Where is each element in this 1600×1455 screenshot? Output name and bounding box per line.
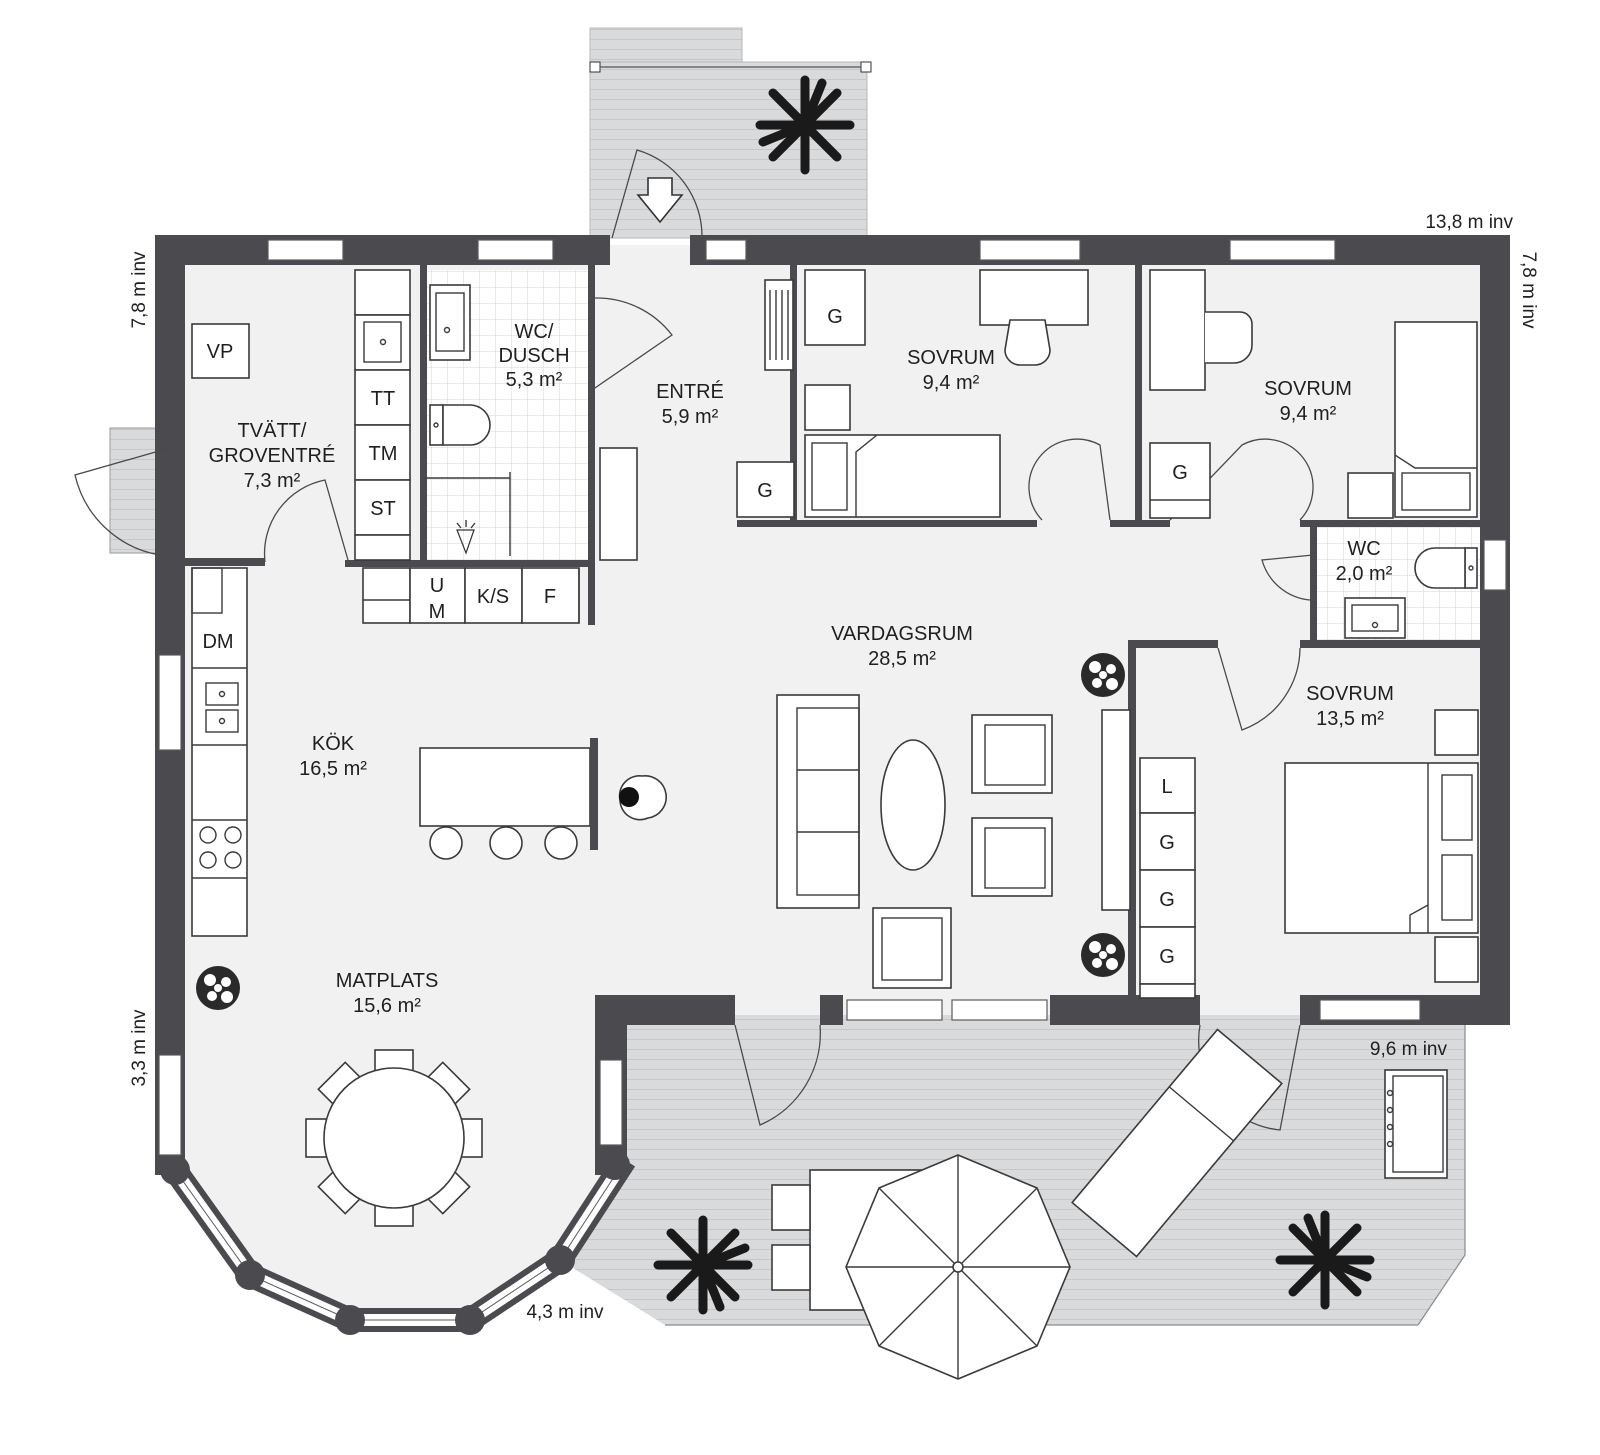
kitchen-fixtures (191, 567, 668, 937)
u-label: U (430, 575, 444, 597)
palm-plant-icon (1275, 1210, 1375, 1310)
room-name: VARDAGSRUM (831, 623, 973, 645)
room-area: 15,6 m² (353, 995, 421, 1017)
dm-label: DM (202, 631, 233, 653)
wardrobe-label: G (1172, 462, 1188, 484)
room-name: GROVENTRÉ (209, 444, 336, 467)
west-step (109, 427, 161, 554)
tt-label: TT (371, 388, 395, 410)
dining-furniture (305, 1049, 483, 1227)
dimension-label: 7,8 m inv (129, 251, 150, 329)
windows (158, 239, 1507, 1156)
room-labels: TVÄTT/ GROVENTRÉ 7,3 m² WC/ DUSCH 5,3 m²… (209, 321, 1394, 1017)
living-room-furniture (776, 694, 1131, 989)
walls (155, 235, 1510, 1175)
shrub-plant-icon (196, 966, 240, 1010)
st-label: ST (370, 498, 396, 520)
dimension-labels: 13,8 m inv 7,8 m inv 7,8 m inv 3,3 m inv… (129, 212, 1539, 1323)
sun-lounger (1071, 1028, 1283, 1258)
plants (196, 75, 1375, 1315)
dimension-label: 13,8 m inv (1425, 212, 1513, 233)
f-label: F (544, 586, 556, 608)
entrance-arrow-icon (636, 177, 684, 224)
palm-plant-icon (653, 1215, 753, 1315)
room-area: 9,4 m² (923, 372, 980, 394)
shrub-plant-icon (1081, 933, 1125, 977)
room-area: 5,3 m² (506, 369, 563, 391)
dimension-label: 3,3 m inv (129, 1009, 150, 1087)
room-area: 16,5 m² (299, 758, 367, 780)
dining-table (323, 1067, 465, 1209)
bedroom2-furniture (1149, 269, 1478, 519)
utility-cabinets (362, 567, 580, 624)
room-area: 9,4 m² (1280, 403, 1337, 425)
fixture-labels: VP TT TM ST U M K/S F DM G G G L G G G (202, 306, 1187, 968)
room-name: DUSCH (498, 345, 569, 367)
room-name: ENTRÉ (656, 380, 724, 403)
m-label: M (429, 601, 446, 623)
ks-label: K/S (477, 586, 509, 608)
laundry-fixtures (191, 269, 411, 561)
room-area: 5,9 m² (662, 406, 719, 428)
bay-window (160, 1150, 636, 1335)
parasol (845, 1154, 1071, 1380)
dimension-label: 9,6 m inv (1370, 1039, 1448, 1060)
entrance-furniture (599, 279, 794, 561)
wardrobe-label: G (1159, 946, 1175, 968)
room-area: 7,3 m² (244, 470, 301, 492)
room-area: 28,5 m² (868, 648, 936, 670)
vp-label: VP (207, 341, 234, 363)
north-porch (589, 27, 872, 239)
palm-plant-icon (755, 75, 855, 175)
room-name: KÖK (312, 733, 355, 755)
wc-fixtures (1344, 547, 1478, 639)
bathroom-fixtures (425, 284, 511, 556)
dimension-label: 7,8 m inv (1518, 251, 1539, 329)
room-name: TVÄTT/ (238, 420, 307, 442)
bedroom1-furniture (736, 269, 1089, 518)
shrub-plant-icon (1081, 653, 1125, 697)
room-name: WC (1347, 538, 1380, 560)
tm-label: TM (369, 443, 398, 465)
room-name: MATPLATS (336, 970, 439, 992)
wardrobe-label: G (827, 306, 843, 328)
room-name: SOVRUM (1264, 378, 1352, 400)
bedroom3-furniture (1139, 709, 1479, 999)
wardrobe-label: G (757, 480, 773, 502)
room-name: SOVRUM (1306, 683, 1394, 705)
room-area: 13,5 m² (1316, 708, 1384, 730)
wardrobe-label: G (1159, 889, 1175, 911)
wardrobe-label: G (1159, 832, 1175, 854)
outdoor-grill (1384, 1069, 1448, 1179)
room-area: 2,0 m² (1336, 563, 1393, 585)
room-name: SOVRUM (907, 347, 995, 369)
dimension-label: 4,3 m inv (526, 1302, 604, 1323)
linen-cupboard-label: L (1161, 776, 1172, 798)
terrace-furniture (771, 1028, 1448, 1380)
room-name: WC/ (515, 321, 554, 343)
